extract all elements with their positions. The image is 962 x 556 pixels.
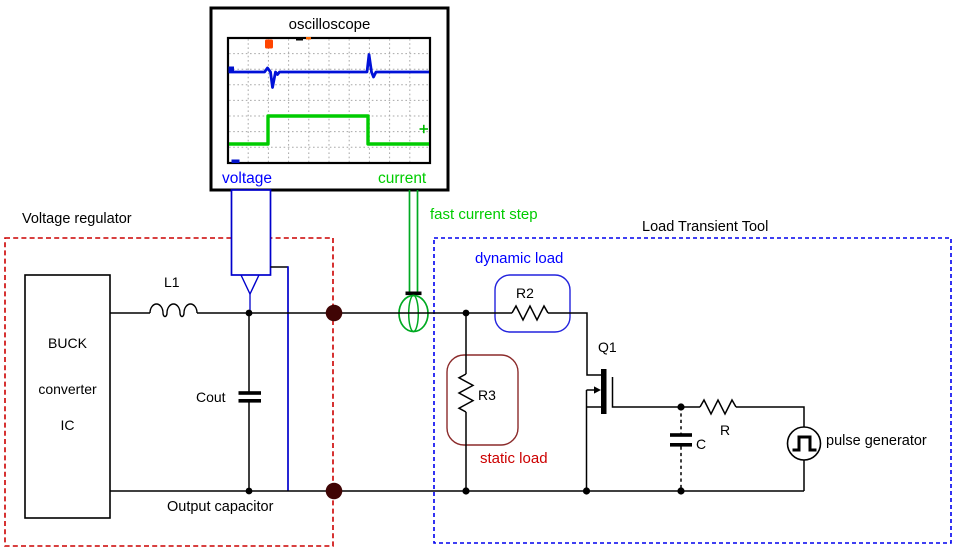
voltage-trace	[229, 53, 429, 89]
output-capacitor-caption: Output capacitor	[167, 499, 274, 515]
load-transient-tool-boundary	[433, 237, 952, 544]
buck-ic-line-3: IC	[60, 417, 75, 433]
fast-current-step-label: fast current step	[430, 206, 538, 223]
pulse-icon	[792, 435, 817, 452]
junction-dots	[245, 309, 685, 495]
oscilloscope-title: oscilloscope	[288, 16, 371, 33]
voltage-probe-label: voltage	[222, 170, 272, 187]
capacitor-cout	[238, 391, 261, 403]
resistor-r2-label: R2	[516, 285, 534, 301]
current-probe	[398, 190, 429, 333]
trigger-marker	[265, 39, 273, 49]
oscilloscope-screen	[226, 36, 432, 165]
dynamic-load-label: dynamic load	[475, 250, 564, 267]
buck-ic-line-1: BUCK	[48, 335, 87, 351]
capacitor-cout-label: Cout	[196, 389, 226, 405]
mosfet-q1	[585, 369, 607, 491]
capacitor-c-label: C	[696, 436, 707, 452]
output-terminal-dots	[325, 304, 343, 500]
voltage-regulator-title: Voltage regulator	[22, 211, 132, 227]
inductor-l1	[149, 303, 198, 318]
scope-cursor-cross	[419, 124, 428, 134]
mosfet-q1-label: Q1	[598, 339, 617, 355]
wires	[110, 303, 805, 492]
voltage-probe	[230, 189, 289, 491]
pulse-generator	[786, 426, 822, 461]
pulse-generator-label: pulse generator	[826, 433, 927, 449]
dynamic-load-outline	[494, 274, 571, 333]
resistor-r2	[511, 304, 549, 322]
channel2-marker	[231, 159, 240, 163]
resistor-r-label: R	[720, 422, 731, 438]
voltage-regulator-boundary	[4, 237, 334, 547]
resistor-r	[699, 398, 737, 416]
static-load-label: static load	[480, 450, 548, 467]
top-tick-1	[296, 37, 303, 41]
static-load-outline	[446, 354, 519, 446]
buck-ic-line-2: converter	[38, 381, 97, 397]
inductor-l1-label: L1	[164, 274, 180, 290]
current-probe-label: current	[378, 170, 427, 187]
load-transient-tool-title: Load Transient Tool	[642, 219, 769, 235]
resistor-r3-label: R3	[478, 387, 496, 403]
oscilloscope-box	[209, 6, 450, 192]
capacitor-c	[670, 433, 692, 447]
current-trace	[229, 114, 429, 146]
channel1-marker	[228, 66, 234, 73]
top-tick-2	[306, 37, 311, 40]
buck-ic-box	[24, 274, 111, 519]
resistor-r3	[457, 373, 475, 413]
